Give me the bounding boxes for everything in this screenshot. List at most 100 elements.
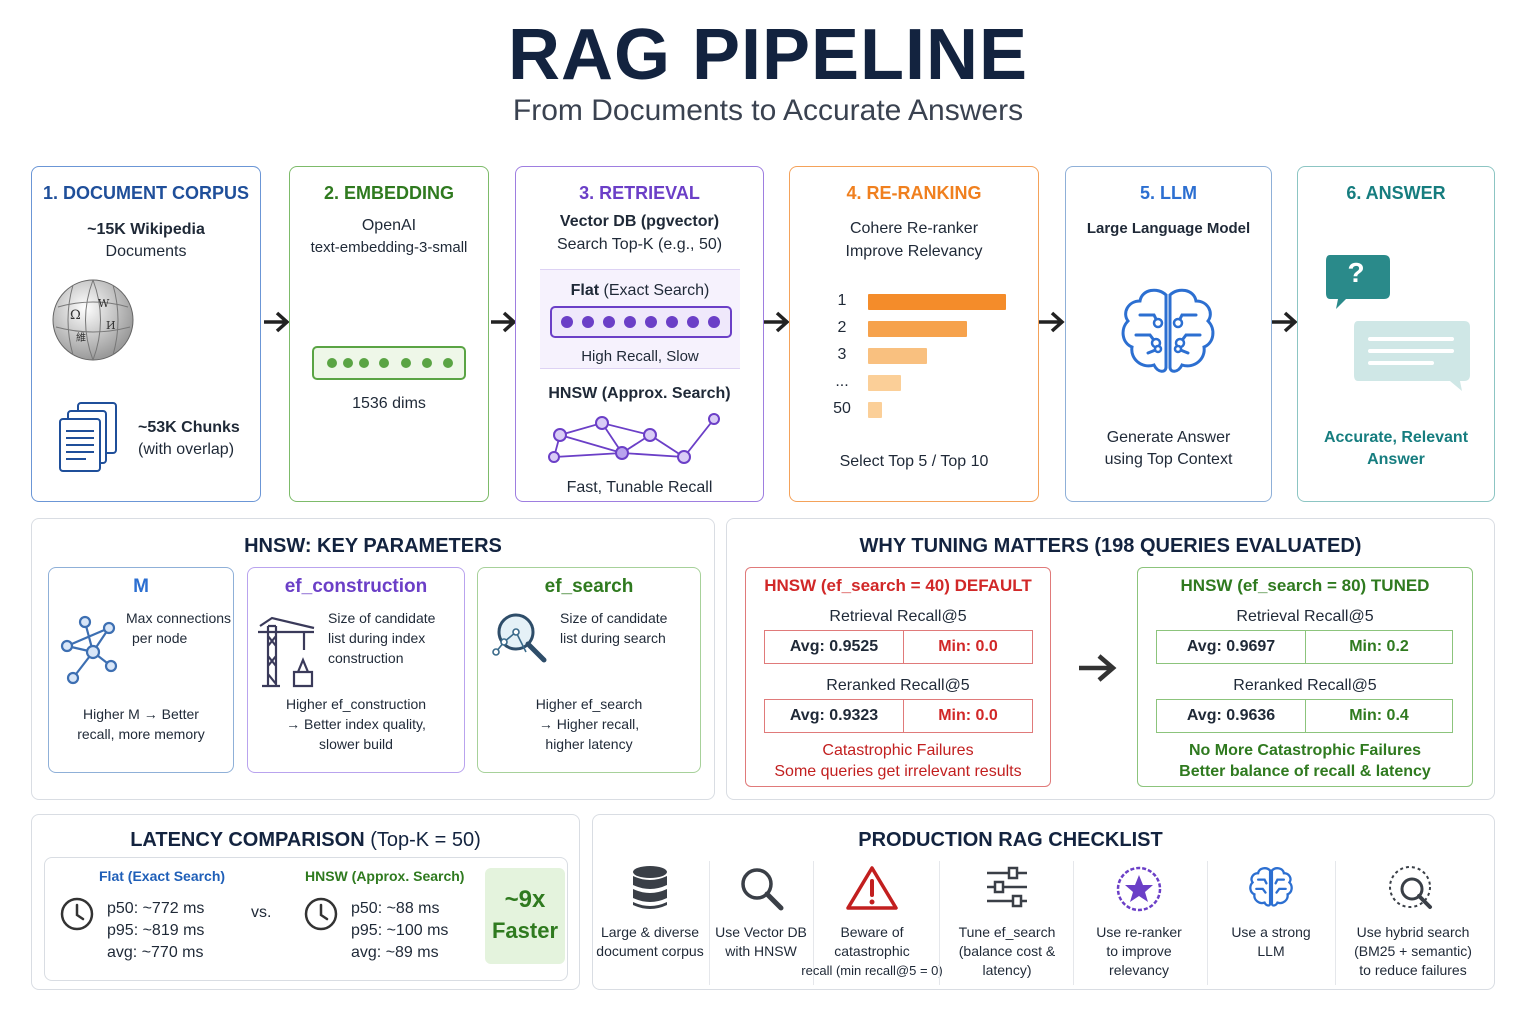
embedding-dims: 1536 dims — [352, 395, 426, 412]
answer-line1: Accurate, Relevant — [1323, 429, 1469, 446]
param-note: Higher ef_construction→ Better index qua… — [285, 696, 427, 752]
stage-retrieval: 3. RETRIEVAL Vector DB (pgvector) Search… — [515, 166, 764, 502]
hnsw-latency-title: HNSW (Approx. Search) — [305, 868, 465, 884]
divider — [1073, 861, 1074, 985]
rank-label: 3 — [837, 346, 847, 363]
rank-bar — [868, 348, 927, 364]
checklist-item: Tune ef_search(balance cost &latency) — [945, 859, 1069, 987]
retrieval-avg: Avg: 0.9697 — [1156, 630, 1306, 664]
rerank-recall-label: Reranked Recall@5 — [826, 677, 970, 694]
vector-db-label: Vector DB (pgvector) — [559, 213, 720, 230]
default-config-box: HNSW (ef_search = 40) DEFAULT Retrieval … — [745, 567, 1051, 787]
flat-p95: p95: ~819 ms — [107, 922, 205, 939]
flat-search-note: High Recall, Slow — [581, 348, 699, 365]
retrieval-avg: Avg: 0.9525 — [764, 630, 904, 664]
crane-icon — [258, 616, 315, 688]
retrieval-min: Min: 0.2 — [1305, 630, 1453, 664]
flow-arrow-icon — [764, 311, 790, 333]
rerank-min: Min: 0.4 — [1305, 699, 1453, 733]
search-graph-icon — [492, 613, 547, 663]
embedding-model: text-embedding-3-small — [310, 239, 468, 256]
hnsw-graph-icon — [548, 413, 720, 464]
flat-search-title: Flat (Exact Search) — [570, 282, 710, 299]
hnsw-search-title: HNSW (Approx. Search) — [548, 385, 731, 402]
stage-title: 6. ANSWER — [1346, 183, 1446, 203]
brain-icon — [1249, 867, 1293, 907]
brain-icon — [1121, 288, 1215, 373]
llm-generate-line1: Generate Answer — [1106, 429, 1231, 446]
rerank-min: Min: 0.0 — [903, 699, 1033, 733]
flat-avg: avg: ~770 ms — [107, 944, 204, 961]
divider — [813, 861, 814, 985]
rank-bar — [868, 402, 882, 418]
page-title: RAG PIPELINE — [507, 15, 1029, 95]
flat-search-box: Flat (Exact Search) High Recall, Slow — [540, 269, 740, 369]
stage-title: 1. DOCUMENT CORPUS — [42, 183, 249, 203]
stage-document-corpus: 1. DOCUMENT CORPUS ~15K Wikipedia Docume… — [31, 166, 261, 502]
divider — [939, 861, 940, 985]
stage-embedding: 2. EMBEDDING OpenAI text-embedding-3-sma… — [289, 166, 489, 502]
llm-label: Large Language Model — [1086, 220, 1251, 237]
svg-text:Ω: Ω — [70, 308, 81, 323]
embedding-vector-icon — [312, 346, 466, 380]
rerank-avg: Avg: 0.9323 — [764, 699, 904, 733]
embedding-provider: OpenAI — [361, 217, 417, 234]
retrieval-min: Min: 0.0 — [903, 630, 1033, 664]
stage-title: 2. EMBEDDING — [323, 183, 455, 203]
sliders-icon — [987, 866, 1027, 908]
stage-title: 3. RETRIEVAL — [579, 183, 700, 203]
database-icon — [633, 866, 667, 909]
rerank-select-label: Select Top 5 / Top 10 — [839, 453, 989, 470]
hnsw-avg: avg: ~89 ms — [351, 944, 439, 961]
hybrid-search-icon — [1389, 866, 1432, 909]
config-title: HNSW (ef_search = 80) TUNED — [1180, 576, 1430, 595]
param-note: Higher ef_search→ Higher recall,higher l… — [535, 696, 643, 752]
hnsw-p95: p95: ~100 ms — [351, 922, 449, 939]
chunks-count: ~53K Chunks — [138, 419, 240, 436]
param-name: ef_search — [544, 576, 634, 597]
tuning-panel: WHY TUNING MATTERS (198 QUERIES EVALUATE… — [726, 518, 1495, 800]
search-topk-label: Search Top-K (e.g., 50) — [556, 236, 723, 253]
stage-title: 5. LLM — [1140, 183, 1197, 203]
speedup-value: ~9x — [504, 886, 546, 913]
panel-title: LATENCY COMPARISON (Top-K = 50) — [130, 829, 481, 851]
network-nodes-icon — [60, 615, 118, 685]
stage-llm: 5. LLM Large Language Model Generate Ans… — [1065, 166, 1272, 502]
vs-label: vs. — [251, 904, 272, 921]
svg-text:維: 維 — [76, 331, 86, 344]
latency-panel: LATENCY COMPARISON (Top-K = 50) Flat (Ex… — [31, 814, 580, 990]
config-title: HNSW (ef_search = 40) DEFAULT — [764, 576, 1032, 595]
param-name: ef_construction — [284, 576, 428, 597]
rank-label: 1 — [837, 292, 847, 309]
answer-line2: Answer — [1367, 451, 1425, 468]
svg-text:W: W — [98, 297, 110, 310]
param-name: M — [133, 576, 149, 597]
llm-generate-line2: using Top Context — [1104, 451, 1233, 468]
stage-answer: 6. ANSWER ? Accurate, Relevant Answer — [1297, 166, 1495, 502]
clock-icon — [60, 897, 94, 931]
compare-arrow-icon — [1079, 654, 1117, 682]
clock-icon — [304, 897, 338, 931]
stage-title: 4. RE-RANKING — [846, 183, 982, 203]
rank-bar — [868, 321, 967, 337]
wikipedia-globe-icon: Ω W И 維 — [52, 279, 134, 361]
question-mark: ? — [1347, 257, 1365, 288]
rerank-avg: Avg: 0.9636 — [1156, 699, 1306, 733]
rank-label: 2 — [837, 319, 847, 336]
documents-icon — [59, 402, 117, 472]
hnsw-p50: p50: ~88 ms — [351, 900, 440, 917]
svg-text:И: И — [106, 319, 116, 332]
